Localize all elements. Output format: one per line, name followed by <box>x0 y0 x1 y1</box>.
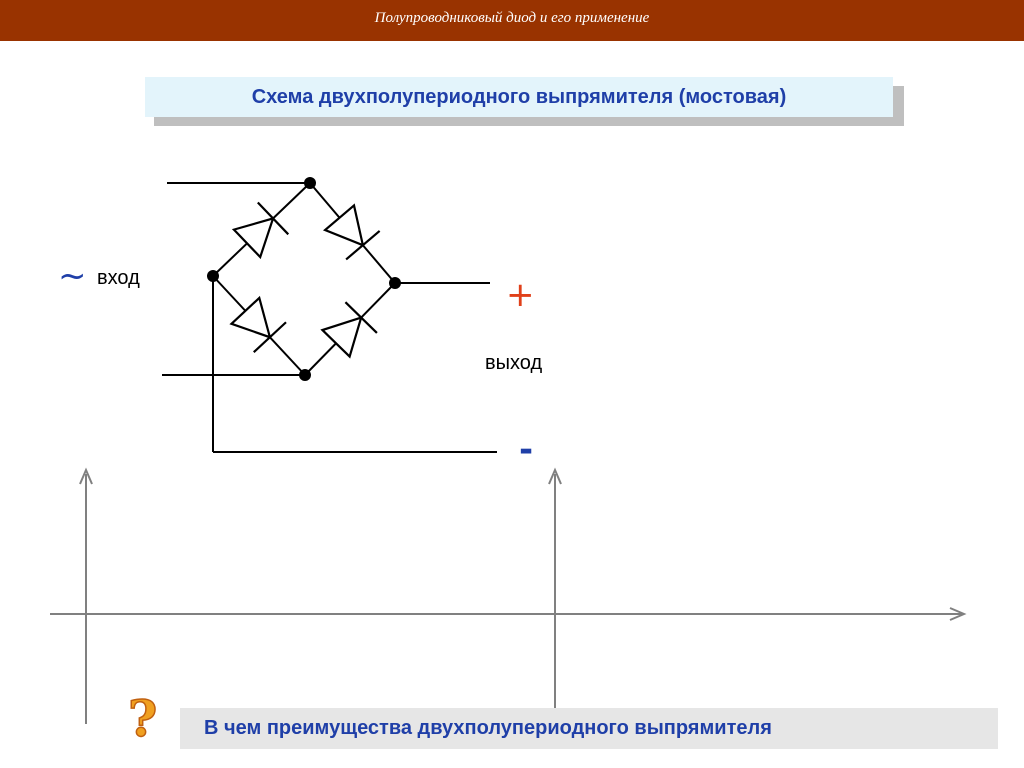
junction-right <box>389 277 401 289</box>
svg-text:?: ? <box>128 692 157 742</box>
axis-right-y-arrow <box>548 467 562 485</box>
question-text: В чем преимущества двухполупериодного вы… <box>204 717 772 739</box>
junction-top <box>304 177 316 189</box>
junction-bottom <box>299 369 311 381</box>
header-title: Полупроводниковый диод и его применение <box>374 10 650 26</box>
junction-left <box>207 270 219 282</box>
diode-bottom-right <box>320 301 378 359</box>
axis-x-arrow <box>949 607 967 621</box>
diode-top-right <box>322 203 381 261</box>
title-box: Схема двухполупериодного выпрямителя (мо… <box>145 77 893 117</box>
question-mark-icon: ? <box>127 692 158 742</box>
input-label: вход <box>97 267 140 289</box>
header-bar: Полупроводниковый диод и его применение <box>0 0 1024 41</box>
slide-title: Схема двухполупериодного выпрямителя (мо… <box>251 86 787 108</box>
axis-left-y-arrow <box>79 467 93 485</box>
diode-top-left <box>231 201 290 260</box>
ac-symbol: ~ <box>58 256 87 296</box>
diode-bottom-left <box>229 295 287 354</box>
output-plus-sign: + <box>506 275 535 315</box>
output-label: выход <box>485 352 543 374</box>
question-box: В чем преимущества двухполупериодного вы… <box>180 708 998 749</box>
output-minus-sign: - <box>519 430 534 470</box>
